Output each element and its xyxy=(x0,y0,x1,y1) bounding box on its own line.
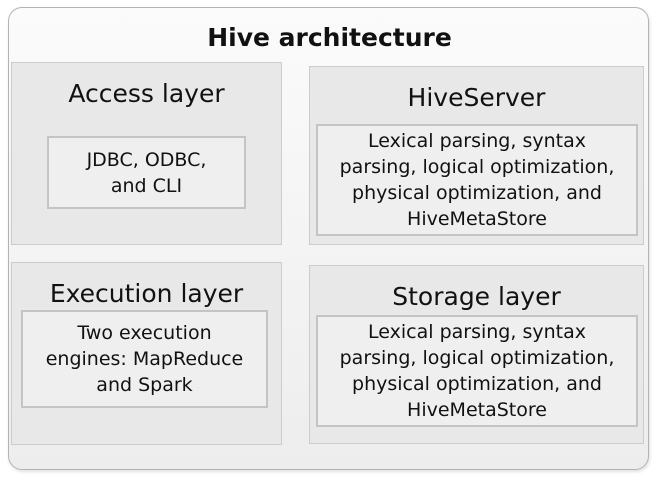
execution-layer-description: Two execution engines: MapReduce and Spa… xyxy=(21,310,268,408)
access-layer-title: Access layer xyxy=(68,79,225,108)
access-layer-description: JDBC, ODBC, and CLI xyxy=(47,136,246,209)
diagram-title: Hive architecture xyxy=(207,23,452,52)
storage-layer-title: Storage layer xyxy=(392,282,561,311)
hiveserver-title: HiveServer xyxy=(407,83,546,112)
execution-layer-panel: Execution layer Two execution engines: M… xyxy=(11,262,282,445)
hiveserver-description: Lexical parsing, syntax parsing, logical… xyxy=(316,124,638,236)
access-layer-panel: Access layer JDBC, ODBC, and CLI xyxy=(11,62,282,245)
storage-layer-description: Lexical parsing, syntax parsing, logical… xyxy=(316,315,638,427)
hiveserver-panel: HiveServer Lexical parsing, syntax parsi… xyxy=(309,66,644,245)
storage-layer-panel: Storage layer Lexical parsing, syntax pa… xyxy=(309,265,644,444)
execution-layer-title: Execution layer xyxy=(49,279,244,308)
